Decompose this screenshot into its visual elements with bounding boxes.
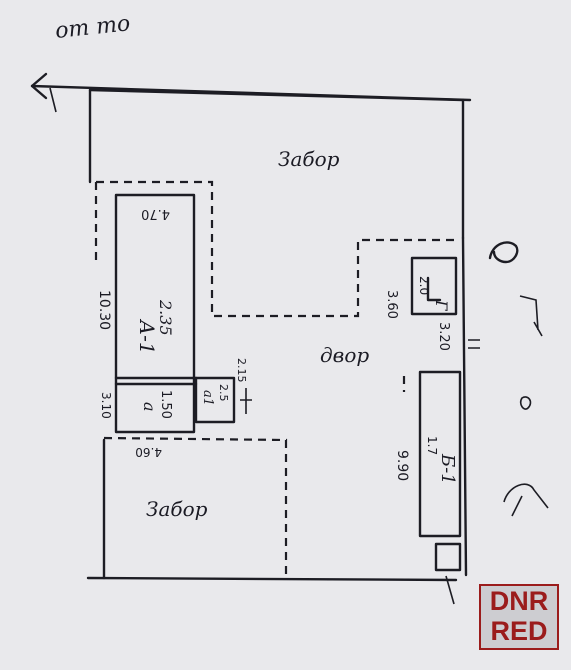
scribble-4 xyxy=(503,483,549,517)
house-sub-a-dim: 1.50 xyxy=(158,390,173,419)
shed-label: Г xyxy=(432,299,451,312)
scribble-1 xyxy=(488,241,519,264)
house-sub-a-label: а xyxy=(140,402,159,412)
house-area: 2.35 xyxy=(156,299,175,336)
annex-dim-1: 2.5 xyxy=(217,384,230,402)
annex-marker xyxy=(240,388,252,414)
boundary-marker xyxy=(468,339,480,349)
dim-garage-length: 9.90 xyxy=(394,450,410,481)
house-label: А-1 xyxy=(135,318,159,355)
dim-house-sub-length: 3.10 xyxy=(99,392,113,419)
scribble-3 xyxy=(519,396,532,410)
garage-b1-outline xyxy=(418,370,462,538)
dim-house-width: 4.60 xyxy=(135,445,162,459)
dim-shed-width: 3.20 xyxy=(436,322,451,351)
shed-g-outline xyxy=(410,256,458,316)
boundary-right xyxy=(461,236,468,577)
dashed-outline-upper xyxy=(96,180,458,318)
annex-label: а1 xyxy=(200,390,215,406)
dim-house-length: 10.30 xyxy=(96,290,112,330)
boundary-bottom xyxy=(86,576,458,582)
shed-dim: 2.0 xyxy=(417,276,431,295)
top-yard-label: Забор xyxy=(278,147,340,171)
garage-label: Б-1 xyxy=(437,453,458,485)
house-a1-outline xyxy=(114,193,196,434)
watermark-line-2: RED xyxy=(490,616,548,646)
garage-small-box xyxy=(434,542,462,572)
dim-shed-length: 3.60 xyxy=(384,290,399,319)
arrow-head xyxy=(30,72,48,100)
annex-a1-outline xyxy=(194,376,236,424)
arrow-line xyxy=(30,84,472,102)
courtyard-label: двор xyxy=(320,343,369,367)
scribble-2 xyxy=(519,295,543,337)
annex-dim-2: 2.15 xyxy=(235,358,248,383)
watermark-logo: DNR RED xyxy=(479,584,559,650)
garage-dim: 1.7 xyxy=(425,436,439,455)
shed-g-symbol xyxy=(426,276,442,302)
arrow-tick xyxy=(49,87,57,113)
house-top-dim: 4.70 xyxy=(141,206,170,221)
bottom-yard-label: Забор xyxy=(146,497,208,521)
watermark-line-1: DNR xyxy=(489,586,549,616)
dashed-outline-lower xyxy=(103,436,288,576)
garage-gate-line xyxy=(445,575,455,605)
